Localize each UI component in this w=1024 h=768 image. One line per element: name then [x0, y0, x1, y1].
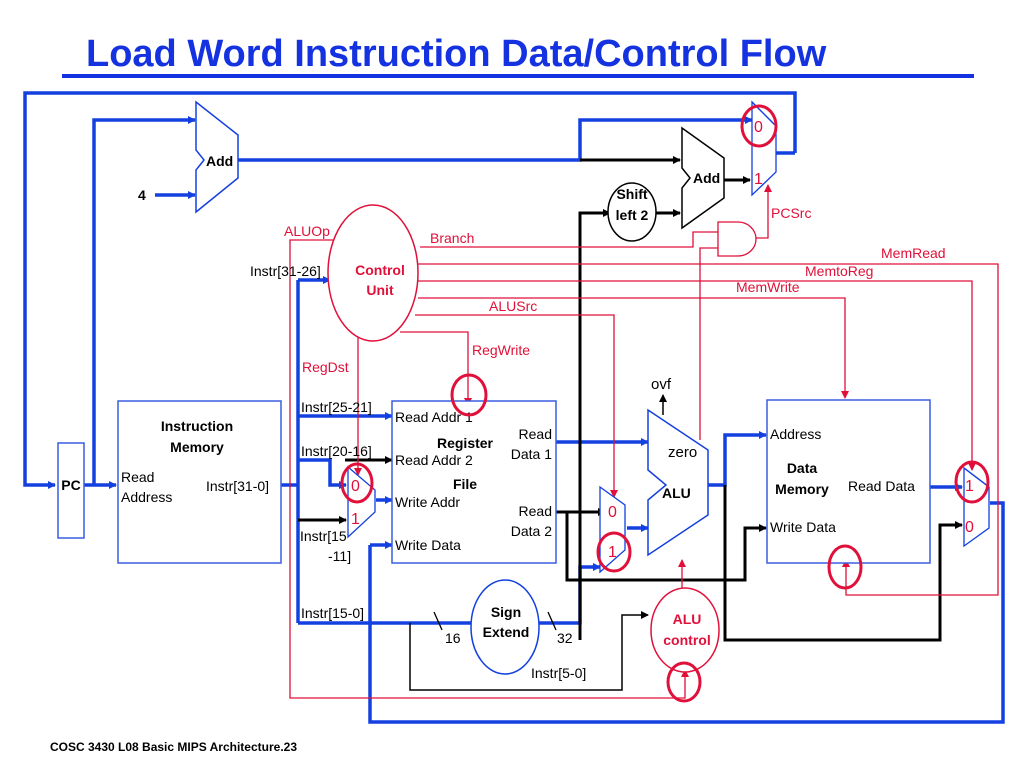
- and-gate: [717, 221, 757, 257]
- svg-text:left 2: left 2: [616, 207, 649, 223]
- svg-text:ALU: ALU: [673, 611, 702, 627]
- pc-adder-label: Add: [206, 153, 233, 169]
- svg-text:MemRead: MemRead: [881, 245, 946, 261]
- selection-highlight: [827, 544, 863, 590]
- sign-extend: Sign Extend 16 32: [445, 579, 573, 675]
- svg-text:Address: Address: [770, 426, 821, 442]
- svg-text:Address: Address: [121, 489, 172, 505]
- svg-text:PC: PC: [61, 477, 80, 493]
- svg-text:-11]: -11]: [328, 548, 351, 564]
- svg-text:16: 16: [445, 630, 461, 646]
- selection-highlight: [666, 661, 702, 703]
- svg-text:Data 1: Data 1: [511, 446, 552, 462]
- svg-text:Register: Register: [437, 435, 494, 451]
- regdst-mux: 0 1: [340, 462, 376, 539]
- svg-text:Instr[31-26]: Instr[31-26]: [250, 263, 321, 279]
- pc-adder: Add: [195, 100, 239, 214]
- svg-text:Instr[31-0]: Instr[31-0]: [206, 478, 269, 494]
- svg-text:Read: Read: [519, 503, 552, 519]
- svg-text:0: 0: [351, 478, 360, 495]
- memtoreg-mux: 1 0: [954, 460, 990, 548]
- pc-mux: 0 1: [740, 100, 778, 197]
- svg-text:Write Data: Write Data: [770, 519, 836, 535]
- svg-text:Write Addr: Write Addr: [395, 494, 460, 510]
- svg-text:Memory: Memory: [775, 481, 829, 497]
- pc-register: PC: [57, 442, 85, 539]
- svg-text:Instr[15: Instr[15: [300, 528, 347, 544]
- branch-adder: Add: [681, 126, 725, 230]
- alusrc-mux: 0 1: [596, 485, 632, 574]
- svg-text:1: 1: [965, 478, 974, 495]
- inactive-wires: [298, 156, 963, 691]
- svg-text:Instr[5-0]: Instr[5-0]: [531, 665, 586, 681]
- shift-left-2: Shift left 2: [607, 182, 657, 242]
- instruction-memory: Instruction Memory Read Address Instr[31…: [117, 400, 282, 564]
- svg-text:control: control: [663, 632, 710, 648]
- svg-text:ALU: ALU: [662, 485, 691, 501]
- selection-highlight: [596, 531, 632, 573]
- svg-text:Unit: Unit: [366, 282, 394, 298]
- control-signal-labels: ALUOp Branch MemRead MemtoReg MemWrite A…: [284, 205, 946, 375]
- svg-text:Control: Control: [355, 262, 405, 278]
- svg-text:Instr[15-0]: Instr[15-0]: [301, 605, 364, 621]
- svg-text:Instr[25-21]: Instr[25-21]: [301, 399, 372, 415]
- const-four: 4: [138, 187, 146, 203]
- svg-text:1: 1: [754, 171, 763, 188]
- svg-text:ALUOp: ALUOp: [284, 223, 330, 239]
- svg-text:0: 0: [965, 519, 974, 536]
- svg-text:Shift: Shift: [616, 186, 647, 202]
- svg-text:Instr[20-16]: Instr[20-16]: [301, 443, 372, 459]
- svg-text:1: 1: [608, 544, 617, 561]
- selection-highlight: [340, 462, 374, 504]
- selection-highlight: [954, 460, 990, 504]
- svg-text:RegWrite: RegWrite: [472, 342, 530, 358]
- svg-text:File: File: [453, 476, 477, 492]
- svg-text:Write Data: Write Data: [395, 537, 461, 553]
- svg-text:Extend: Extend: [483, 624, 530, 640]
- branch-adder-label: Add: [693, 170, 720, 186]
- slide-title: Load Word Instruction Data/Control Flow: [86, 33, 827, 75]
- svg-text:Read Data: Read Data: [848, 478, 915, 494]
- svg-text:Sign: Sign: [491, 604, 521, 620]
- svg-text:Read: Read: [519, 426, 552, 442]
- svg-text:zero: zero: [668, 444, 697, 461]
- svg-text:MemtoReg: MemtoReg: [805, 263, 873, 279]
- svg-text:PCSrc: PCSrc: [771, 205, 811, 221]
- svg-text:MemWrite: MemWrite: [736, 279, 800, 295]
- svg-text:0: 0: [608, 504, 617, 521]
- control-wires: [289, 184, 999, 699]
- svg-text:ovf: ovf: [651, 376, 672, 393]
- register-file: Read Addr 1 Read Addr 2 Write Addr Write…: [391, 373, 557, 564]
- data-memory: Address Data Memory Read Data Write Data: [766, 399, 931, 590]
- svg-text:32: 32: [557, 630, 573, 646]
- svg-text:Read Addr 2: Read Addr 2: [395, 452, 473, 468]
- svg-text:Read Addr 1: Read Addr 1: [395, 409, 473, 425]
- selection-highlight: [740, 104, 778, 148]
- svg-text:Read: Read: [121, 469, 154, 485]
- svg-text:0: 0: [754, 119, 763, 136]
- slide-footer: COSC 3430 L08 Basic MIPS Architecture.23: [50, 740, 297, 754]
- svg-text:Branch: Branch: [430, 230, 474, 246]
- svg-text:Data: Data: [787, 460, 818, 476]
- alu-control: ALU control: [650, 587, 720, 703]
- svg-text:1: 1: [351, 511, 360, 528]
- selection-highlight: [450, 373, 488, 417]
- svg-text:Memory: Memory: [170, 439, 224, 455]
- control-unit: Control Unit: [327, 204, 419, 342]
- svg-text:Instruction: Instruction: [161, 418, 233, 434]
- alu: ALU zero ovf: [647, 376, 709, 557]
- svg-text:RegDst: RegDst: [302, 359, 349, 375]
- svg-text:Data 2: Data 2: [511, 523, 552, 539]
- svg-text:ALUSrc: ALUSrc: [489, 298, 537, 314]
- instruction-field-labels: Instr[31-26] Instr[25-21] Instr[20-16] I…: [250, 263, 586, 681]
